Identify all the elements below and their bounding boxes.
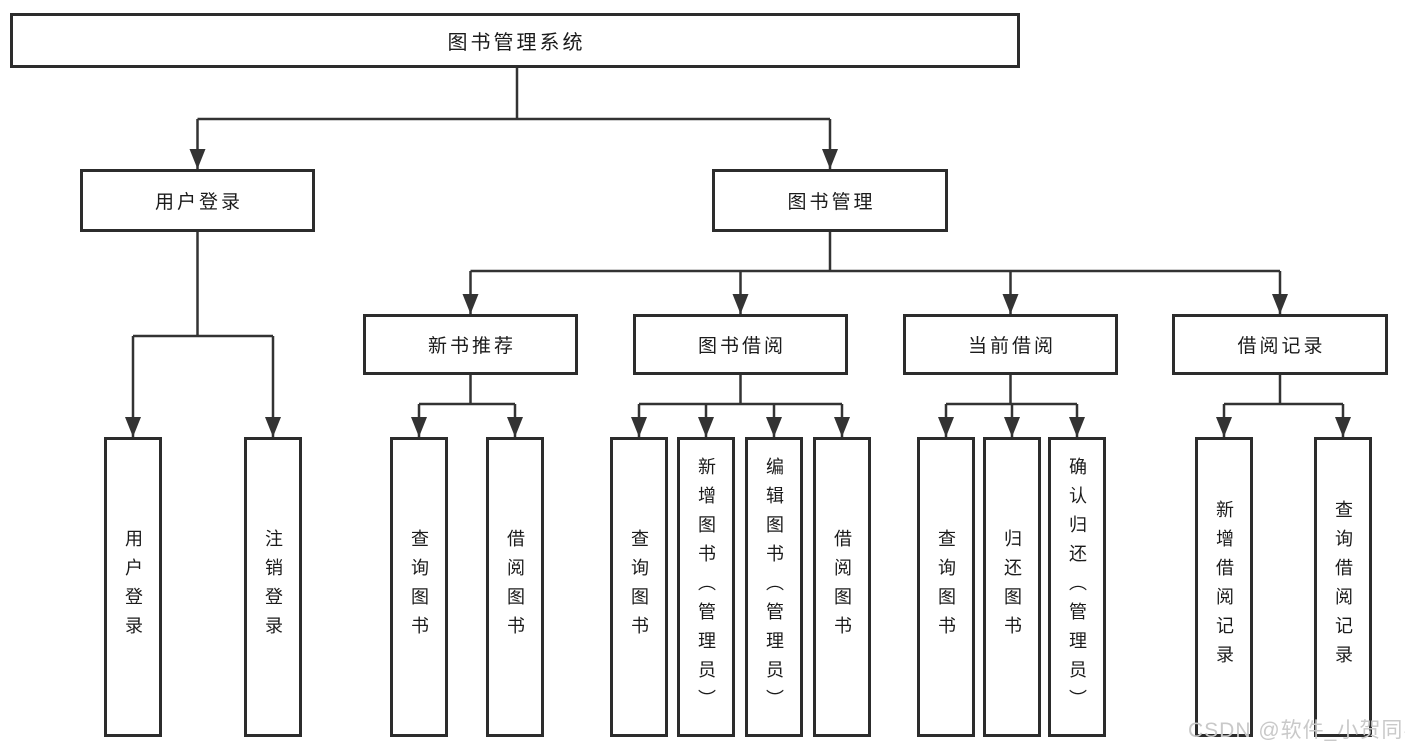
leaf-query-books-current: 查询图书 — [917, 437, 975, 737]
node-borrow-records: 借阅记录 — [1172, 314, 1388, 375]
leaf-logout-login-label: 注销登录 — [263, 529, 283, 645]
leaf-query-books-current-label: 查询图书 — [936, 529, 956, 645]
leaf-borrow-books-2: 借阅图书 — [813, 437, 871, 737]
leaf-borrow-books-recommend-label: 借阅图书 — [505, 529, 525, 645]
leaf-add-book-admin-label: 新增图书（管理员） — [696, 456, 716, 718]
node-user-login: 用户登录 — [80, 169, 315, 232]
leaf-add-borrow-record-label: 新增借阅记录 — [1214, 500, 1234, 674]
node-book-management-system: 图书管理系统 — [10, 13, 1020, 68]
leaf-query-books-recommend: 查询图书 — [390, 437, 448, 737]
leaf-user-login: 用户登录 — [104, 437, 162, 737]
leaf-query-books-borrow: 查询图书 — [610, 437, 668, 737]
node-current-borrow: 当前借阅 — [903, 314, 1118, 375]
leaf-confirm-return-admin-label: 确认归还（管理员） — [1067, 456, 1087, 718]
leaf-borrow-books-2-label: 借阅图书 — [832, 529, 852, 645]
leaf-query-books-recommend-label: 查询图书 — [409, 529, 429, 645]
node-new-book-recommend: 新书推荐 — [363, 314, 578, 375]
leaf-query-books-borrow-label: 查询图书 — [629, 529, 649, 645]
leaf-confirm-return-admin: 确认归还（管理员） — [1048, 437, 1106, 737]
leaf-edit-book-admin-label: 编辑图书（管理员） — [764, 456, 784, 718]
leaf-add-borrow-record: 新增借阅记录 — [1195, 437, 1253, 737]
leaf-return-book-label: 归还图书 — [1002, 529, 1022, 645]
leaf-return-book: 归还图书 — [983, 437, 1041, 737]
node-book-management: 图书管理 — [712, 169, 948, 232]
node-book-borrow: 图书借阅 — [633, 314, 848, 375]
leaf-query-borrow-record-label: 查询借阅记录 — [1333, 500, 1353, 674]
leaf-logout-login: 注销登录 — [244, 437, 302, 737]
csdn-watermark: CSDN @软件_小贺同学 — [1188, 719, 1405, 742]
leaf-query-borrow-record: 查询借阅记录 — [1314, 437, 1372, 737]
leaf-add-book-admin: 新增图书（管理员） — [677, 437, 735, 737]
leaf-borrow-books-recommend: 借阅图书 — [486, 437, 544, 737]
leaf-edit-book-admin: 编辑图书（管理员） — [745, 437, 803, 737]
leaf-user-login-label: 用户登录 — [123, 529, 143, 645]
